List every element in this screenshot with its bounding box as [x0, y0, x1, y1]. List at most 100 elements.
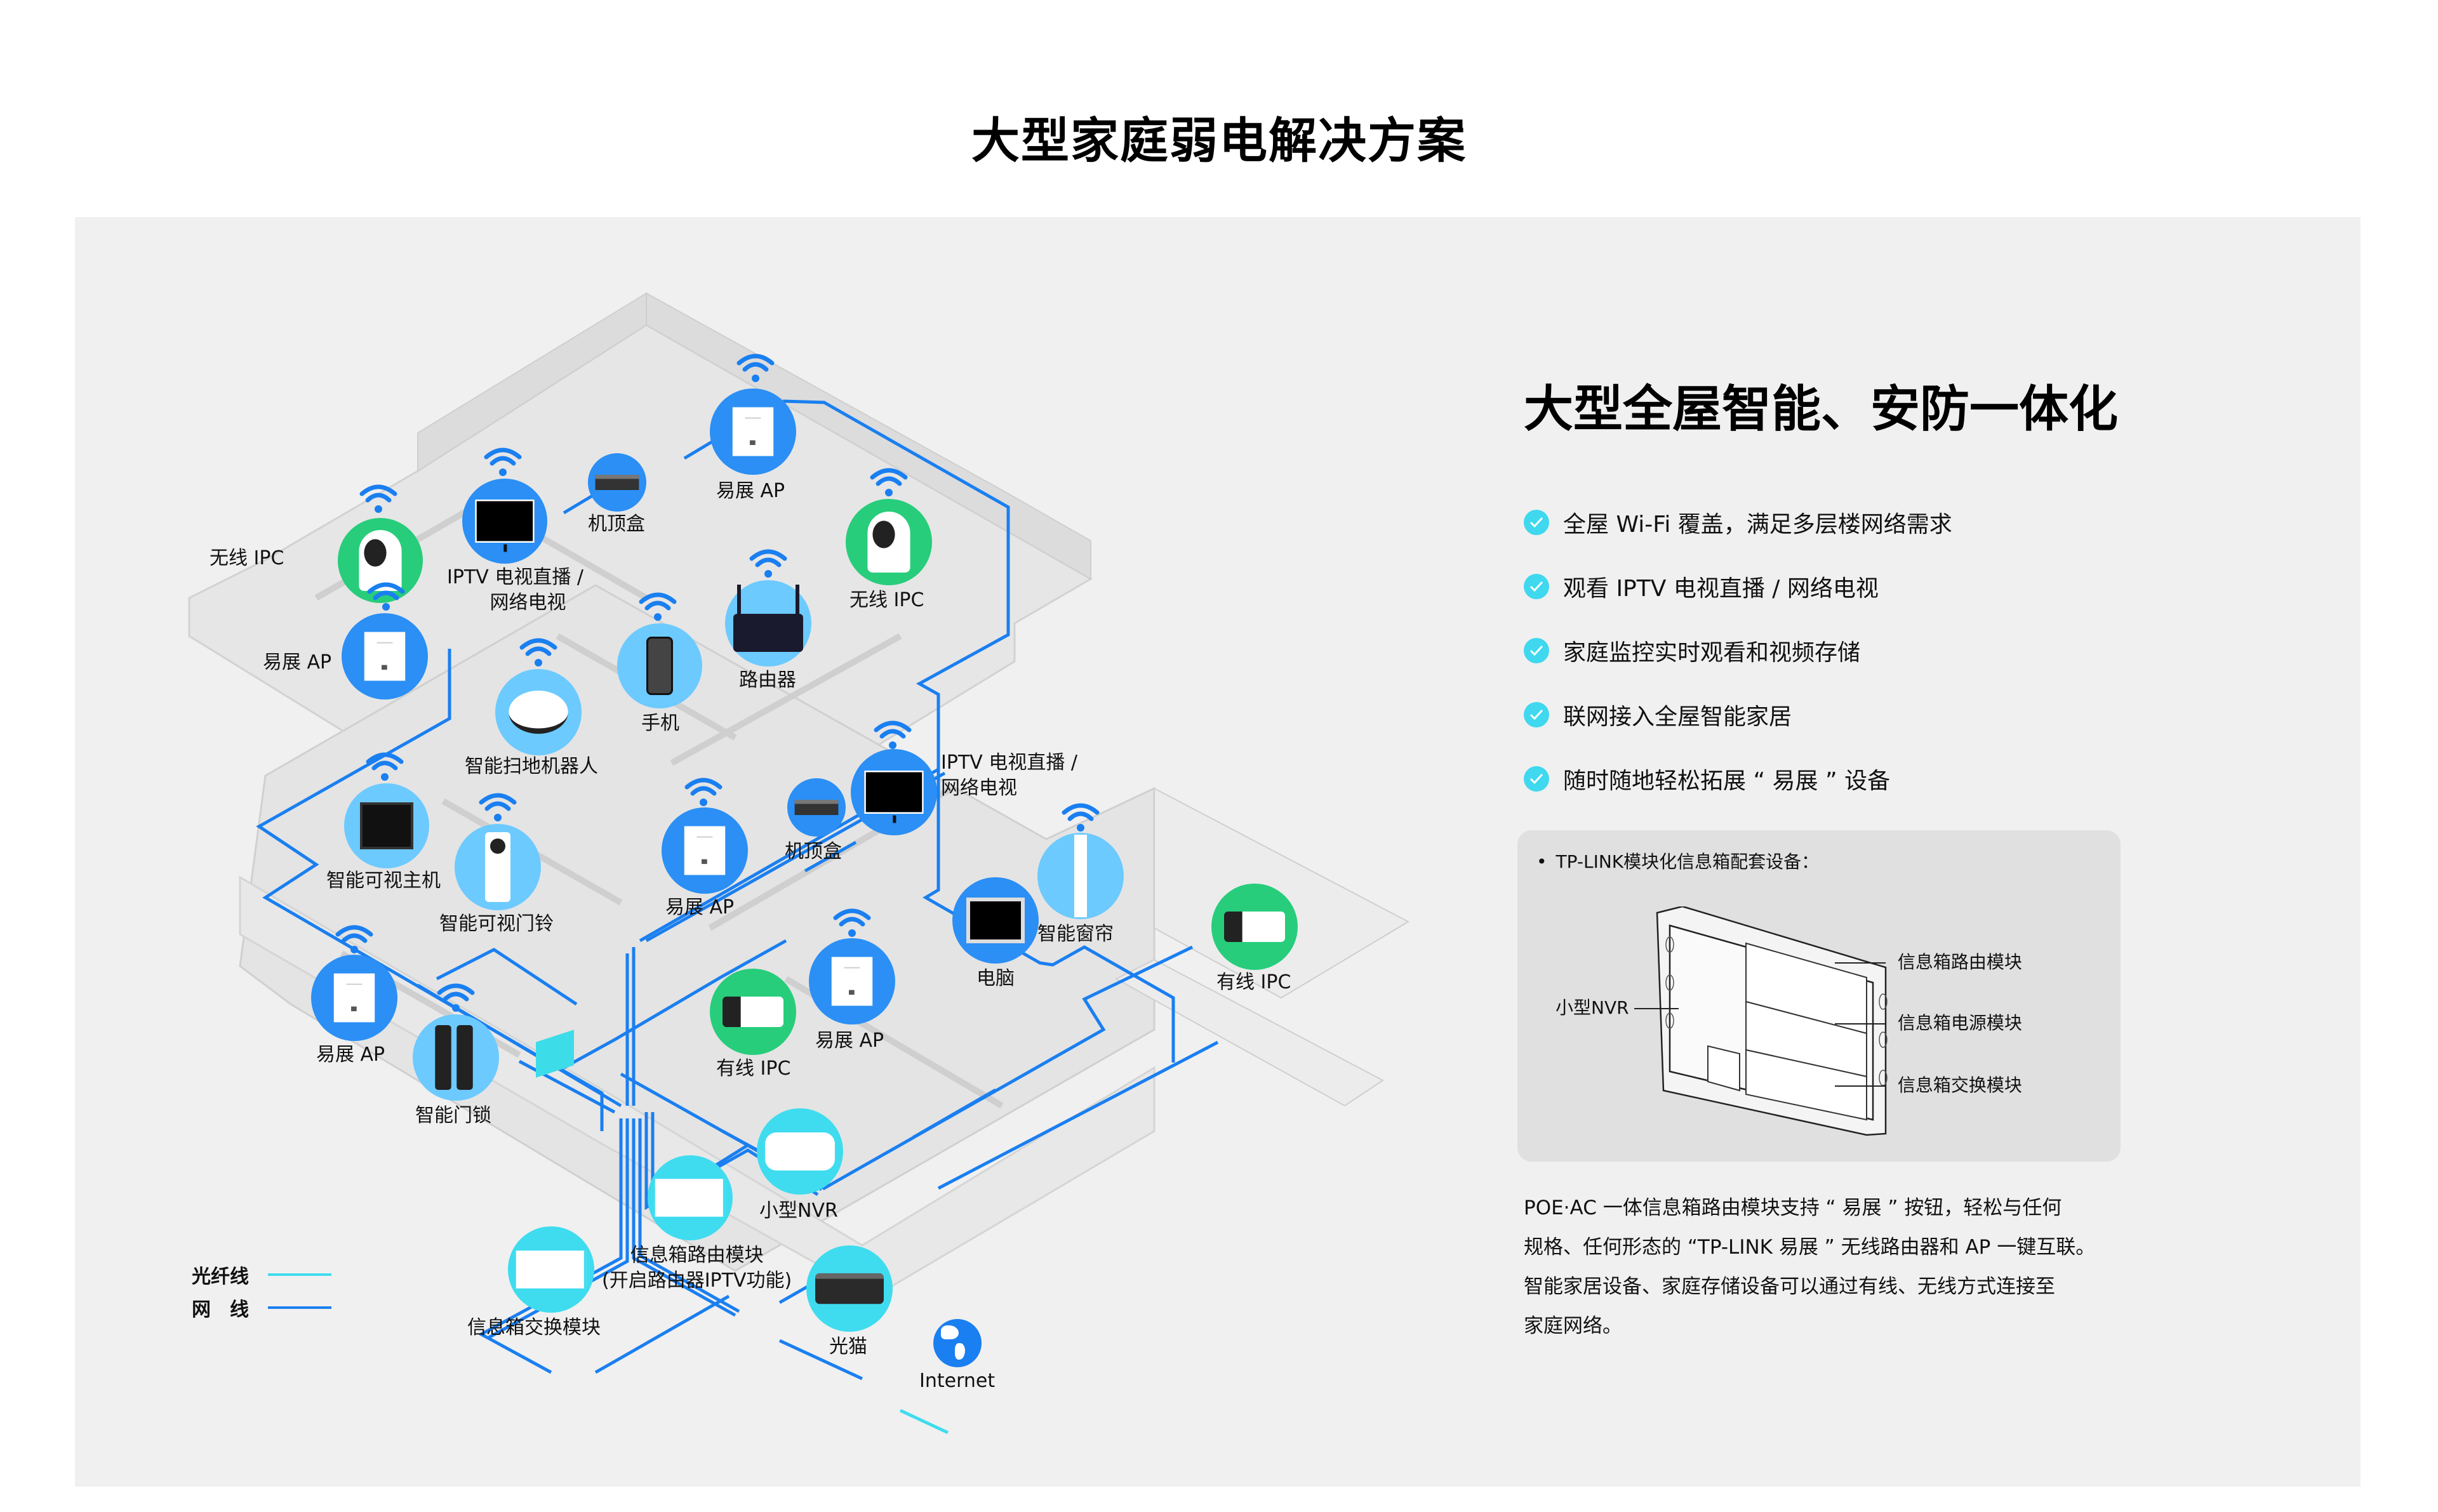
callout-label: 信息箱路由模块 [1897, 952, 2022, 972]
wifi-icon [870, 468, 908, 496]
solution-panel: 易展 AP 机顶盒 IPTV 电视直播 / 网络电视 无线 IPC 易展 AP [75, 217, 2361, 1487]
cable-ap-low-left [436, 948, 578, 1006]
legend-item-ethernet: 网 线 [192, 1291, 331, 1324]
stb-disc [588, 453, 646, 512]
router-module-disc [648, 1155, 733, 1240]
node-label-line: IPTV 电视直播 / [447, 566, 583, 588]
node-label: 智能窗帘 [1037, 923, 1114, 945]
cable-router-onu [778, 1339, 863, 1381]
description-line: 家庭网络。 [1524, 1315, 1622, 1337]
legend-swatch-fiber [268, 1273, 331, 1276]
info-box-card: TP-LINK模块化信息箱配套设备： 小型NVR [1517, 830, 2121, 1162]
feature-item: 家庭监控实时观看和视频存储 [1524, 618, 1952, 682]
check-icon [1524, 573, 1549, 599]
tv-disc [851, 749, 937, 835]
network-diagram: 易展 AP 机顶盒 IPTV 电视直播 / 网络电视 无线 IPC 易展 AP [75, 217, 1535, 1487]
wifi-icon [437, 983, 475, 1012]
ipc-disc [710, 969, 796, 1055]
cable-switch-router [594, 1294, 730, 1374]
feature-item: 观看 IPTV 电视直播 / 网络电视 [1524, 554, 1952, 618]
wifi-icon [639, 592, 677, 621]
set-top-box-icon [595, 475, 639, 490]
node-label: 智能门锁 [415, 1104, 491, 1127]
callout-power-module: 信息箱电源模块 [1835, 1009, 2022, 1035]
node-label: 智能可视门铃 [439, 913, 554, 935]
description-line: 智能家居设备、家庭存储设备可以通过有线、无线方式连接至 [1524, 1275, 2055, 1298]
switch-module-panel [1745, 1049, 1867, 1121]
node-label: 易展 AP [316, 1044, 385, 1066]
ethernet-cables [256, 399, 1219, 1381]
stb-disc [787, 778, 846, 837]
callout-line [1634, 1008, 1679, 1009]
wireless-camera-icon [359, 530, 402, 591]
ipc-disc [846, 499, 932, 585]
video-doorbell-icon [485, 832, 510, 902]
node-label: IPTV 电视直播 / 网络电视 [447, 565, 583, 616]
node-label: 智能可视主机 [326, 870, 441, 892]
ap-disc [311, 955, 397, 1041]
node-label: 小型NVR [759, 1200, 838, 1222]
node-label-line: 信息箱路由模块 [630, 1244, 764, 1266]
info-box-illustration [1656, 906, 1888, 1136]
feature-text: 全屋 Wi-Fi 覆盖，满足多层楼网络需求 [1563, 511, 1952, 538]
computer-icon [966, 898, 1025, 943]
nvr-icon [765, 1132, 835, 1170]
wall-ap-icon [364, 632, 406, 681]
legend-item-fiber: 光纤线 [192, 1258, 331, 1291]
node-label: 易展 AP [665, 896, 735, 918]
callout-switch-module: 信息箱交换模块 [1835, 1071, 2022, 1097]
tv-disc [462, 479, 547, 564]
middle-floor [239, 584, 1156, 1272]
callout-nvr: 小型NVR [1555, 994, 1679, 1019]
wireless-camera-icon [867, 512, 910, 573]
node-label: 机顶盒 [588, 513, 645, 535]
wifi-icon [479, 793, 517, 821]
switch-module-icon [516, 1250, 587, 1289]
node-label: 无线 IPC [849, 589, 924, 611]
wifi-router-icon [733, 585, 803, 652]
description: POE·AC 一体信息箱路由模块支持 “ 易展 ” 按钮，轻松与任何 规格、任何… [1524, 1188, 2222, 1346]
legend-swatch-ethernet [268, 1306, 331, 1309]
feature-text: 观看 IPTV 电视直播 / 网络电视 [1563, 575, 1879, 602]
check-icon [1524, 701, 1549, 727]
node-label: 手机 [641, 712, 679, 734]
feature-text: 联网接入全屋智能家居 [1563, 703, 1792, 730]
node-label: 光猫 [829, 1336, 867, 1358]
description-line: POE·AC 一体信息箱路由模块支持 “ 易展 ” 按钮，轻松与任何 [1524, 1197, 2062, 1219]
wall-ap-icon [831, 957, 873, 1006]
feature-list: 全屋 Wi-Fi 覆盖，满足多层楼网络需求 观看 IPTV 电视直播 / 网络电… [1524, 490, 1952, 811]
tv-icon [864, 771, 924, 823]
smart-curtain-icon [1074, 835, 1087, 917]
node-label-line: 网络电视 [941, 777, 1017, 799]
check-icon [1524, 509, 1549, 535]
node-label: 易展 AP [815, 1030, 884, 1052]
box-card-title: TP-LINK模块化信息箱配套设备： [1536, 848, 1820, 873]
node-label: 信息箱交换模块 [467, 1316, 601, 1339]
robot-disc [495, 669, 582, 755]
wifi-icon [736, 354, 775, 382]
node-label: 机顶盒 [785, 840, 842, 863]
video-host-disc [344, 783, 429, 868]
node-label-line: (开启路由器IPTV功能) [602, 1270, 792, 1292]
callout-label: 小型NVR [1555, 997, 1629, 1018]
globe-icon [933, 1319, 982, 1367]
ap-disc [809, 938, 895, 1025]
wifi-icon [874, 720, 912, 749]
ap-disc [342, 613, 428, 700]
phone-icon [646, 637, 673, 695]
fiber-cables [899, 1409, 949, 1435]
fiber-onu-internet [899, 1409, 949, 1435]
page-title: 大型家庭弱电解决方案 [971, 112, 1467, 169]
wall-ap-icon [684, 826, 726, 875]
ipc-disc [1211, 884, 1298, 970]
cable-ipc-right [937, 1040, 1219, 1190]
router-module-icon [655, 1179, 726, 1217]
wall-ap-icon [333, 973, 375, 1023]
legend-label: 光纤线 [192, 1266, 249, 1288]
node-label: Internet [919, 1370, 996, 1392]
callout-line [1835, 962, 1886, 964]
feature-item: 联网接入全屋智能家居 [1524, 682, 1952, 746]
set-top-box-icon [794, 800, 839, 815]
feature-item: 全屋 Wi-Fi 覆盖，满足多层楼网络需求 [1524, 490, 1952, 554]
node-label: 易展 AP [716, 480, 785, 502]
